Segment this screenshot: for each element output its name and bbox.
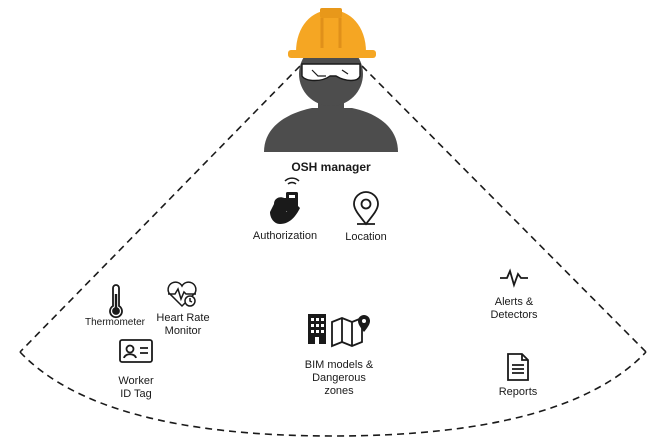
- bim-label-line3: zones: [324, 385, 354, 397]
- heart-rate-icon: [167, 281, 197, 308]
- hard-hat-icon: [288, 8, 376, 58]
- reports-label: Reports: [498, 386, 538, 398]
- osh-manager-label: OSH manager: [291, 160, 371, 174]
- id-card-icon: [119, 339, 153, 363]
- location-label: Location: [345, 231, 387, 243]
- worker-id-label: Worker ID Tag: [106, 375, 166, 401]
- bim-label: BIM models & Dangerous zones: [294, 359, 384, 398]
- bim-label-line1: BIM models &: [304, 359, 374, 371]
- hand-smartcard-icon: [270, 177, 300, 224]
- thermometer-label: Thermometer: [84, 317, 145, 328]
- worker-id-label-line1: Worker: [118, 375, 154, 387]
- heart-rate-label-line2: Monitor: [164, 325, 202, 337]
- building-map-icon: [308, 314, 370, 348]
- bim-label-line2: Dangerous: [312, 372, 366, 384]
- heart-rate-label: Heart Rate Monitor: [150, 312, 216, 338]
- map-pin-icon: [353, 191, 379, 226]
- manager-bust: [264, 108, 398, 152]
- thermometer-icon: [109, 284, 123, 319]
- heart-rate-label-line1: Heart Rate: [156, 312, 210, 324]
- osh-manager-figure: [264, 8, 398, 152]
- alerts-label-line2: Detectors: [490, 309, 538, 321]
- alerts-label: Alerts & Detectors: [478, 296, 550, 322]
- pulse-icon: [500, 268, 528, 288]
- view-cone: [19, 65, 647, 437]
- alerts-label-line1: Alerts &: [494, 296, 534, 308]
- cone-left-edge: [19, 65, 301, 353]
- worker-id-label-line2: ID Tag: [120, 388, 152, 400]
- authorization-label: Authorization: [252, 230, 318, 242]
- smart-glasses-icon: [301, 63, 361, 82]
- document-icon: [507, 353, 529, 381]
